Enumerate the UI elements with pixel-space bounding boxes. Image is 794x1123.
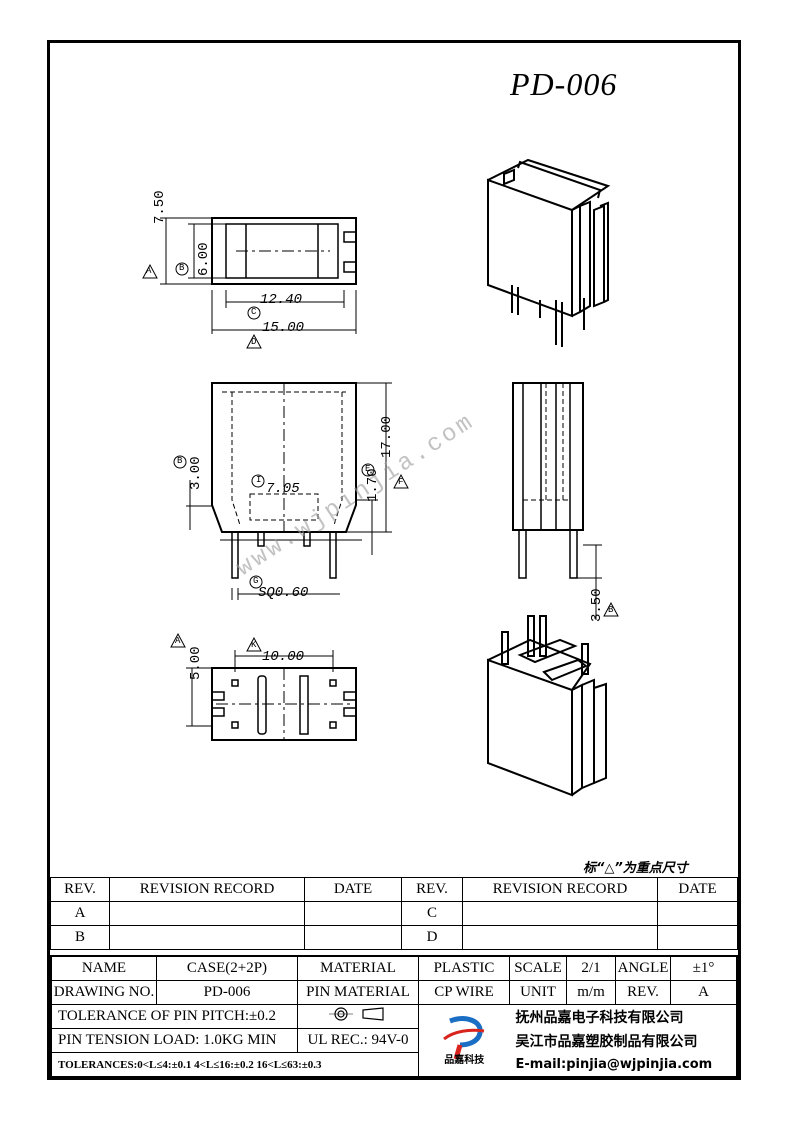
date-cell (304, 925, 402, 950)
name-label: NAME (50, 955, 157, 981)
dim-15-00: 15.00 (262, 320, 305, 336)
company-logo-icon (443, 1016, 485, 1060)
bottom-view (170, 632, 357, 741)
top-view (142, 217, 357, 349)
rev-cell: D (401, 925, 463, 950)
material-value: PLASTIC (418, 955, 510, 981)
material-label: MATERIAL (297, 955, 419, 981)
revision-table: REV. REVISION RECORD DATE REV. REVISION … (50, 877, 738, 950)
revision-header-row: REV. REVISION RECORD DATE REV. REVISION … (50, 877, 738, 902)
unit-value: m/m (566, 980, 616, 1005)
dim-7-50: 7.50 (152, 190, 168, 224)
revision-record-header-2: REVISION RECORD (462, 877, 658, 902)
rev-header-2: REV. (401, 877, 463, 902)
dim-7-05: 7.05 (266, 481, 300, 497)
date-cell (657, 925, 738, 950)
dim-17-00: 17.00 (379, 415, 395, 458)
projection-symbol-icon (329, 1007, 384, 1021)
marker-g: G (253, 576, 259, 586)
dim-sq0-60: SQ0.60 (258, 585, 309, 601)
marker-f: F (398, 477, 404, 487)
dim-6-00: 6.00 (196, 242, 212, 276)
date-cell (657, 901, 738, 926)
angle-value: ±1° (670, 955, 738, 981)
marker-b-side: B (608, 605, 614, 615)
marker-b-front: B (177, 456, 183, 466)
date-header: DATE (304, 877, 402, 902)
rev-header: REV. (50, 877, 110, 902)
key-dimension-note: 标“△”为重点尺寸 (583, 861, 688, 876)
company-email: E-mail:pinjia@wjpinjia.com (509, 1052, 738, 1078)
scale-value: 2/1 (566, 955, 616, 981)
rev-cell: B (50, 925, 110, 950)
isometric-view-bottom (487, 615, 607, 797)
side-view (512, 382, 619, 620)
revision-row: B D (50, 925, 738, 950)
dim-3-00: 3.00 (188, 456, 204, 490)
record-cell (462, 925, 658, 950)
drawing-sheet (47, 40, 741, 1080)
symbol-cell (297, 1004, 419, 1029)
marker-c: C (251, 307, 257, 317)
company-name-1: 抚州品嘉电子科技有限公司 (509, 1004, 738, 1029)
pin-tension-load: PIN TENSION LOAD: 1.0KG MIN (50, 1028, 298, 1053)
record-cell (109, 925, 305, 950)
revision-row: A C (50, 901, 738, 926)
date-cell (304, 901, 402, 926)
date-header-2: DATE (657, 877, 738, 902)
marker-k: K (251, 640, 257, 650)
rev-value: A (670, 980, 738, 1005)
dim-12-40: 12.40 (260, 292, 303, 308)
marker-a-bottom: A (175, 636, 181, 646)
dim-3-50: 3.50 (589, 588, 605, 622)
drawing-no-label: DRAWING NO. (50, 980, 157, 1005)
unit-label: UNIT (509, 980, 567, 1005)
logo-cell: 品嘉科技 (418, 1004, 510, 1078)
record-cell (109, 901, 305, 926)
title-block: NAME CASE(2+2P) MATERIAL PLASTIC SCALE 2… (50, 955, 738, 1078)
angle-label: ANGLE (615, 955, 671, 981)
pin-material-value: CP WIRE (418, 980, 510, 1005)
marker-e: E (365, 464, 371, 474)
marker-a-top: A (146, 266, 152, 276)
rev-label: REV. (615, 980, 671, 1005)
rev-cell: C (401, 901, 463, 926)
marker-d: D (251, 337, 257, 347)
pin-material-label: PIN MATERIAL (297, 980, 419, 1005)
marker-b-top: B (179, 263, 185, 273)
general-tolerances: TOLERANCES:0<L≤4:±0.1 4<L≤16:±0.2 16<L≤6… (50, 1052, 419, 1078)
dim-10-00: 10.00 (262, 649, 305, 665)
revision-record-header: REVISION RECORD (109, 877, 305, 902)
drawing-no-value: PD-006 (156, 980, 298, 1005)
ul-rec: UL REC.: 94V-0 (297, 1028, 419, 1053)
tolerance-pin-pitch: TOLERANCE OF PIN PITCH:±0.2 (50, 1004, 298, 1029)
logo-text: 品嘉科技 (444, 1055, 485, 1066)
record-cell (462, 901, 658, 926)
dim-5-00: 5.00 (188, 646, 204, 680)
rev-cell: A (50, 901, 110, 926)
name-value: CASE(2+2P) (156, 955, 298, 981)
front-view (173, 382, 409, 600)
isometric-view-top (487, 158, 611, 347)
drawing-title: PD-006 (510, 66, 618, 102)
company-name-2: 吴江市品嘉塑胶制品有限公司 (509, 1028, 738, 1053)
scale-label: SCALE (509, 955, 567, 981)
marker-i: I (256, 475, 262, 485)
